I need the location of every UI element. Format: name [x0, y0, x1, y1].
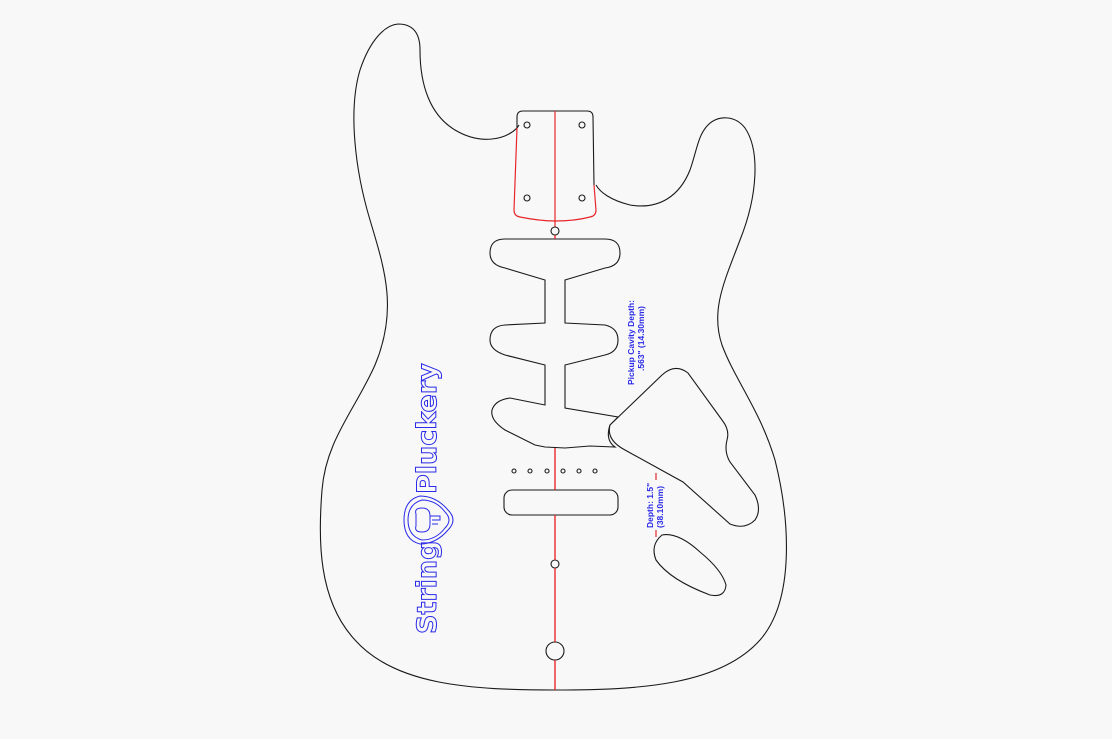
centerline-hole-mid	[550, 559, 560, 569]
logo-word-string: String	[412, 541, 443, 634]
brand-logo: String Pluckery	[403, 362, 454, 635]
control-depth-value: (38.10mm)	[655, 486, 665, 528]
control-cavity	[608, 367, 760, 527]
centerline-hole-top	[550, 226, 560, 236]
bridge-string-hole	[511, 468, 517, 474]
bridge-string-hole	[544, 468, 550, 474]
neck-screw-hole	[523, 194, 531, 202]
bridge-string-hole	[560, 468, 566, 474]
neck-screw-hole	[578, 121, 586, 129]
body-outline	[319, 23, 557, 691]
body-outline-right	[555, 117, 787, 691]
neck-screw-hole	[578, 194, 586, 202]
bridge-string-hole	[576, 468, 582, 474]
pick-emblem-icon	[403, 495, 454, 545]
bridge-string-hole	[527, 468, 533, 474]
centerline-hole-bottom	[545, 641, 565, 661]
logo-word-pluckery: Pluckery	[412, 363, 443, 494]
jack-cavity	[653, 534, 727, 597]
pickup-cavity-depth-label: Pickup Cavity Depth:	[626, 300, 636, 385]
pickup-cavity-depth-value: .563" (14.30mm)	[636, 306, 646, 371]
pickup-cavity-route	[489, 238, 621, 449]
bridge-string-hole	[592, 468, 598, 474]
control-depth-label: Depth: 1.5"	[645, 483, 655, 528]
neck-screw-hole	[523, 121, 531, 129]
bridge-cavity	[503, 489, 619, 516]
